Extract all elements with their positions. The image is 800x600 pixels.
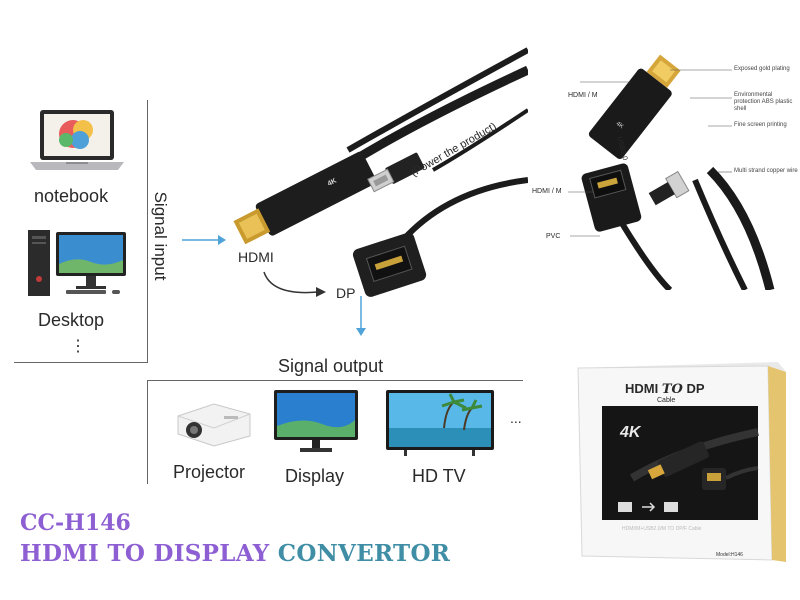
detail-cable-photo: 4K [568,54,775,290]
input-arrow [182,235,226,245]
more-outputs-indicator: ... [510,410,522,426]
box-title-hdmi: HDMI [625,381,659,396]
pvc-label: PVC [546,233,561,240]
notebook-label: notebook [34,186,109,206]
signal-output-label: Signal output [278,356,384,376]
product-name-part2: CONVERTOR [277,540,451,567]
box-desc: HDMI/M+USB2.0/M TO DP/F Cable [622,526,702,532]
box-title-dp: DP [686,381,705,396]
product-code: CC-H146 [20,510,131,536]
svg-text:4K: 4K [615,121,624,130]
output-left-line [147,380,148,484]
dp-label: DP [336,285,356,301]
box-title: HDMI TO DP [625,381,705,397]
box-shape [577,362,786,562]
box-cable-label: Cable [657,397,676,404]
curved-arrow [263,271,326,297]
product-name: HDMI TO DISPLAY CONVERTOR [20,540,450,567]
box-4k-badge: 4K [620,424,641,441]
fine-screen-label: Fine screen printing [734,122,787,128]
multi-strand-label: Multi strand copper wire [734,168,798,174]
env-protection-label: Environmental protection ABS plastic she… [734,92,793,112]
output-arrow [356,296,366,336]
adapter-cable-image: 4K [233,47,528,297]
hdtv-label: HD TV [412,466,466,486]
product-name-part1: HDMI TO DISPLAY [20,540,270,567]
desktop-image [28,230,126,296]
box-title-to: TO [661,382,683,397]
hdmi-m-top-label: HDMI / M [568,92,598,99]
box-model: Model:H146 [716,552,743,558]
exposed-gold-label: Exposed gold plating [734,66,790,72]
svg-text:4K: 4K [327,177,338,187]
desktop-label: Desktop [38,310,105,330]
display-image [274,390,358,452]
output-top-line [147,380,523,381]
signal-input-label: Signal input [151,191,170,281]
input-base-line [14,362,148,363]
hdtv-image [386,390,494,456]
input-divider-line [147,100,148,362]
more-devices-indicator: ⋮ [70,338,86,355]
projector-image [177,403,251,447]
display-label: Display [285,466,345,486]
hdmi-label: HDMI [238,249,274,265]
projector-label: Projector [173,462,246,482]
hdmi-m-mid-label: HDMI / M [532,188,562,195]
notebook-image [30,110,124,170]
